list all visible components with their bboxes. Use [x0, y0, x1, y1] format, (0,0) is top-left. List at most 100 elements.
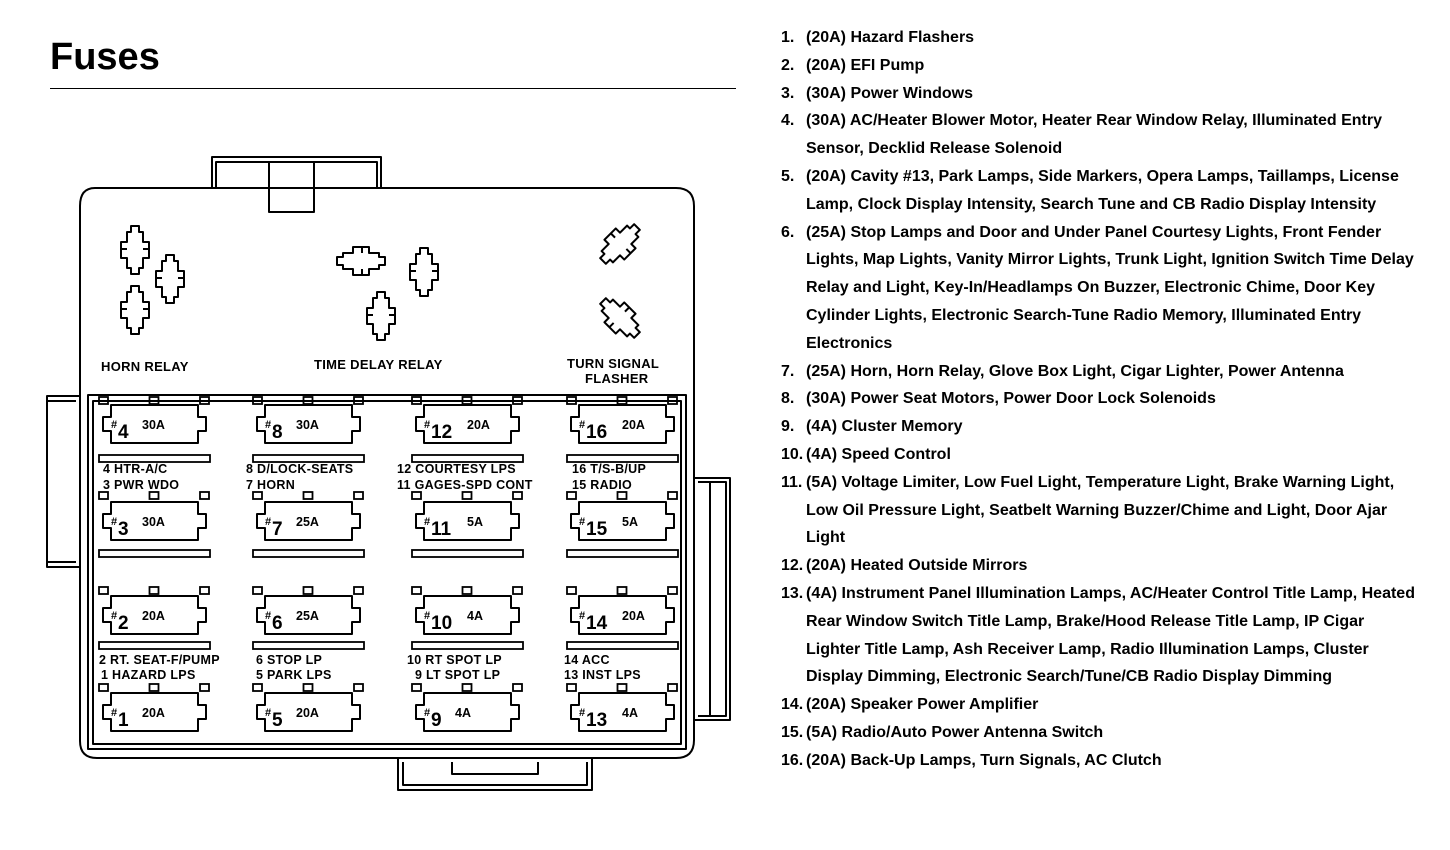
legend-item: 9. (4A) Cluster Memory [781, 413, 1421, 441]
fuse-body [570, 404, 675, 444]
legend-item-text: (5A) Voltage Limiter, Low Fuel Light, Te… [806, 473, 1395, 547]
legend-item: 2.(20A) EFI Pump [781, 52, 1421, 80]
horn-relay-label: HORN RELAY [101, 359, 189, 374]
fuse-body [570, 501, 675, 541]
fuse-hash: # [579, 707, 585, 719]
fuse-number: 5 [272, 710, 283, 731]
fuse-clip [353, 586, 364, 595]
fuse-clip [302, 586, 314, 595]
fuse-number: 3 [118, 519, 129, 540]
legend-item-text: (4A) Speed Control [806, 445, 951, 463]
fuse-number: 16 [586, 422, 607, 443]
fuse-bar [411, 454, 524, 463]
left-side-bracket [46, 395, 80, 568]
legend-item: 1.(20A) Hazard Flashers [781, 24, 1421, 52]
horn-relay-terminal-1 [120, 225, 150, 275]
fuse-body [570, 692, 675, 732]
fuse-bar [252, 454, 365, 463]
legend-item-text: (25A) Horn, Horn Relay, Glove Box Light,… [806, 362, 1344, 380]
circuit-label-lower-1-2: 1 HAZARD LPS [101, 668, 196, 682]
fuse-hash: # [111, 707, 117, 719]
circuit-label-upper-4-1: 16 T/S-B/UP [572, 462, 646, 476]
fuse-number: 2 [118, 613, 129, 634]
fuse-amperage: 30A [142, 515, 165, 529]
fuse-number: 8 [272, 422, 283, 443]
fuse-bar [411, 641, 524, 650]
fuse-body [256, 595, 361, 635]
fuse-hash: # [111, 516, 117, 528]
legend-item-text: (30A) Power Seat Motors, Power Door Lock… [806, 390, 1216, 408]
circuit-label-upper-1-2: 3 PWR WDO [103, 478, 179, 492]
fuse-hash: # [579, 419, 585, 431]
legend-item: 11.(5A) Voltage Limiter, Low Fuel Light,… [781, 469, 1421, 552]
fuse-clip [566, 683, 577, 692]
fuse-clip [353, 396, 364, 405]
circuit-label-lower-2-1: 6 STOP LP [256, 653, 322, 667]
fuse-clip [148, 683, 160, 692]
fuse-amperage: 4A [455, 706, 471, 720]
fuse-amperage: 5A [622, 515, 638, 529]
fuse-number: 14 [586, 613, 608, 634]
fuse-bar [98, 549, 211, 558]
legend-item-number: 4. [781, 112, 795, 130]
circuit-label-upper-3-1: 12 COURTESY LPS [397, 462, 516, 476]
legend-item-number: 3. [781, 84, 795, 102]
legend-item-number: 13. [781, 584, 804, 602]
legend-item-text: (20A) Hazard Flashers [806, 29, 975, 46]
fuse-bar [252, 549, 365, 558]
fuse-clip [566, 586, 577, 595]
fuse-clip [98, 683, 109, 692]
fuse-hash: # [424, 516, 430, 528]
fuse-3: #3 30A [102, 501, 207, 541]
fuse-amperage: 5A [467, 515, 483, 529]
legend-item: 15.(5A) Radio/Auto Power Antenna Switch [781, 719, 1421, 747]
fuse-clip [616, 491, 628, 500]
fuse-body [415, 501, 520, 541]
fuse-number: 13 [586, 710, 607, 731]
fuse-hash: # [265, 610, 271, 622]
legend-item-number: 9. [781, 418, 795, 436]
turn-signal-flasher-label-line1: TURN SIGNAL [567, 356, 659, 371]
legend-item: 13.(4A) Instrument Panel Illumination La… [781, 580, 1421, 691]
fuse-clip [566, 491, 577, 500]
time-delay-relay-terminal-2 [409, 247, 439, 297]
fuse-bar [411, 549, 524, 558]
legend-item: 7. (25A) Horn, Horn Relay, Glove Box Ligh… [781, 358, 1421, 386]
fuse-clip [302, 683, 314, 692]
right-side-bracket [694, 477, 731, 721]
legend-item-number: 7. [781, 362, 795, 380]
fuse-hash: # [424, 610, 430, 622]
fuse-amperage: 30A [142, 418, 165, 432]
fuse-amperage: 20A [142, 706, 165, 720]
fuse-clip [252, 396, 263, 405]
legend-item-text: (4A) Cluster Memory [806, 418, 963, 436]
fuse-clip [667, 683, 678, 692]
fuse-number: 11 [431, 519, 452, 540]
fuse-clip [461, 586, 473, 595]
fuse-body [415, 404, 520, 444]
fuse-number: 4 [118, 422, 129, 443]
legend-item-number: 15. [781, 723, 804, 741]
fuse-body [256, 692, 361, 732]
fuse-clip [252, 491, 263, 500]
time-delay-relay-label: TIME DELAY RELAY [314, 357, 443, 372]
fuse-number: 15 [586, 519, 608, 540]
fuse-clip [667, 586, 678, 595]
fuse-clip [199, 491, 210, 500]
legend-item-text: (20A) EFI Pump [806, 56, 925, 74]
fuse-number: 1 [118, 710, 129, 731]
legend-item: 8.(30A) Power Seat Motors, Power Door Lo… [781, 385, 1421, 413]
fuse-clip [616, 586, 628, 595]
bottom-connector-tab [397, 758, 593, 791]
fuse-clip [199, 586, 210, 595]
fuse-clip [411, 396, 422, 405]
